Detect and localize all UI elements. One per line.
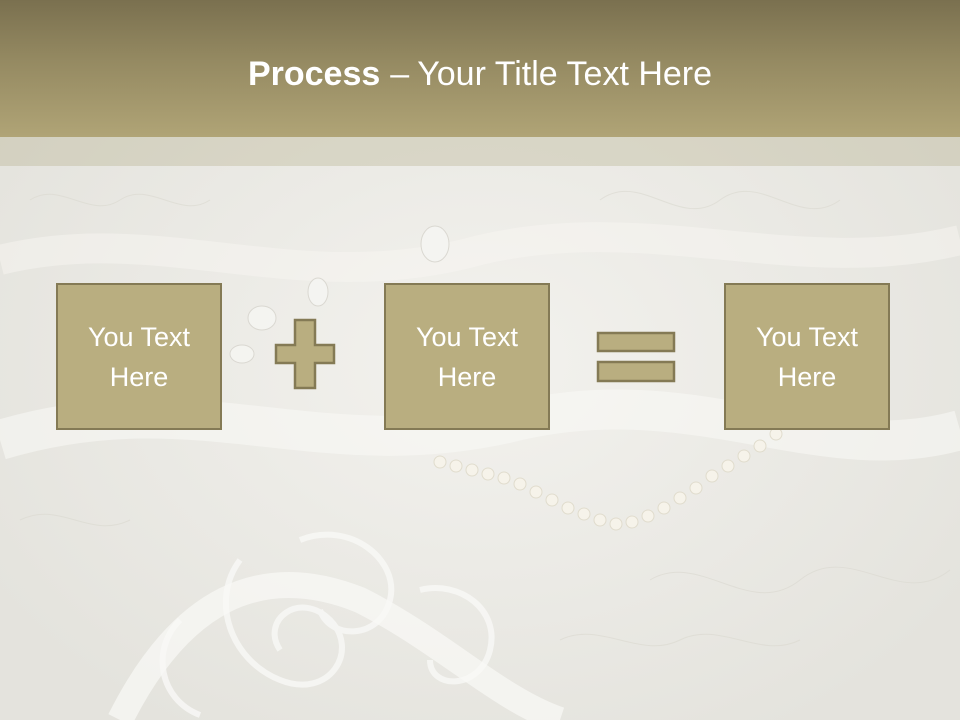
- slide-title[interactable]: Process–Your Title Text Here: [0, 52, 960, 96]
- process-box-label: You Text Here: [415, 321, 519, 392]
- title-underline-band: [0, 137, 960, 166]
- process-box-2[interactable]: You Text Here: [384, 283, 550, 430]
- equals-icon: [596, 331, 676, 383]
- title-bold-part: Process: [247, 55, 381, 93]
- process-box-label: You Text Here: [755, 321, 859, 392]
- process-box-1[interactable]: You Text Here: [56, 283, 222, 430]
- title-rest: Your Title Text Here: [417, 55, 713, 93]
- title-bar: [0, 0, 960, 137]
- plus-icon: [274, 318, 336, 390]
- process-box-label: You Text Here: [87, 321, 191, 392]
- process-box-3[interactable]: You Text Here: [724, 283, 890, 430]
- title-separator: –: [390, 55, 410, 93]
